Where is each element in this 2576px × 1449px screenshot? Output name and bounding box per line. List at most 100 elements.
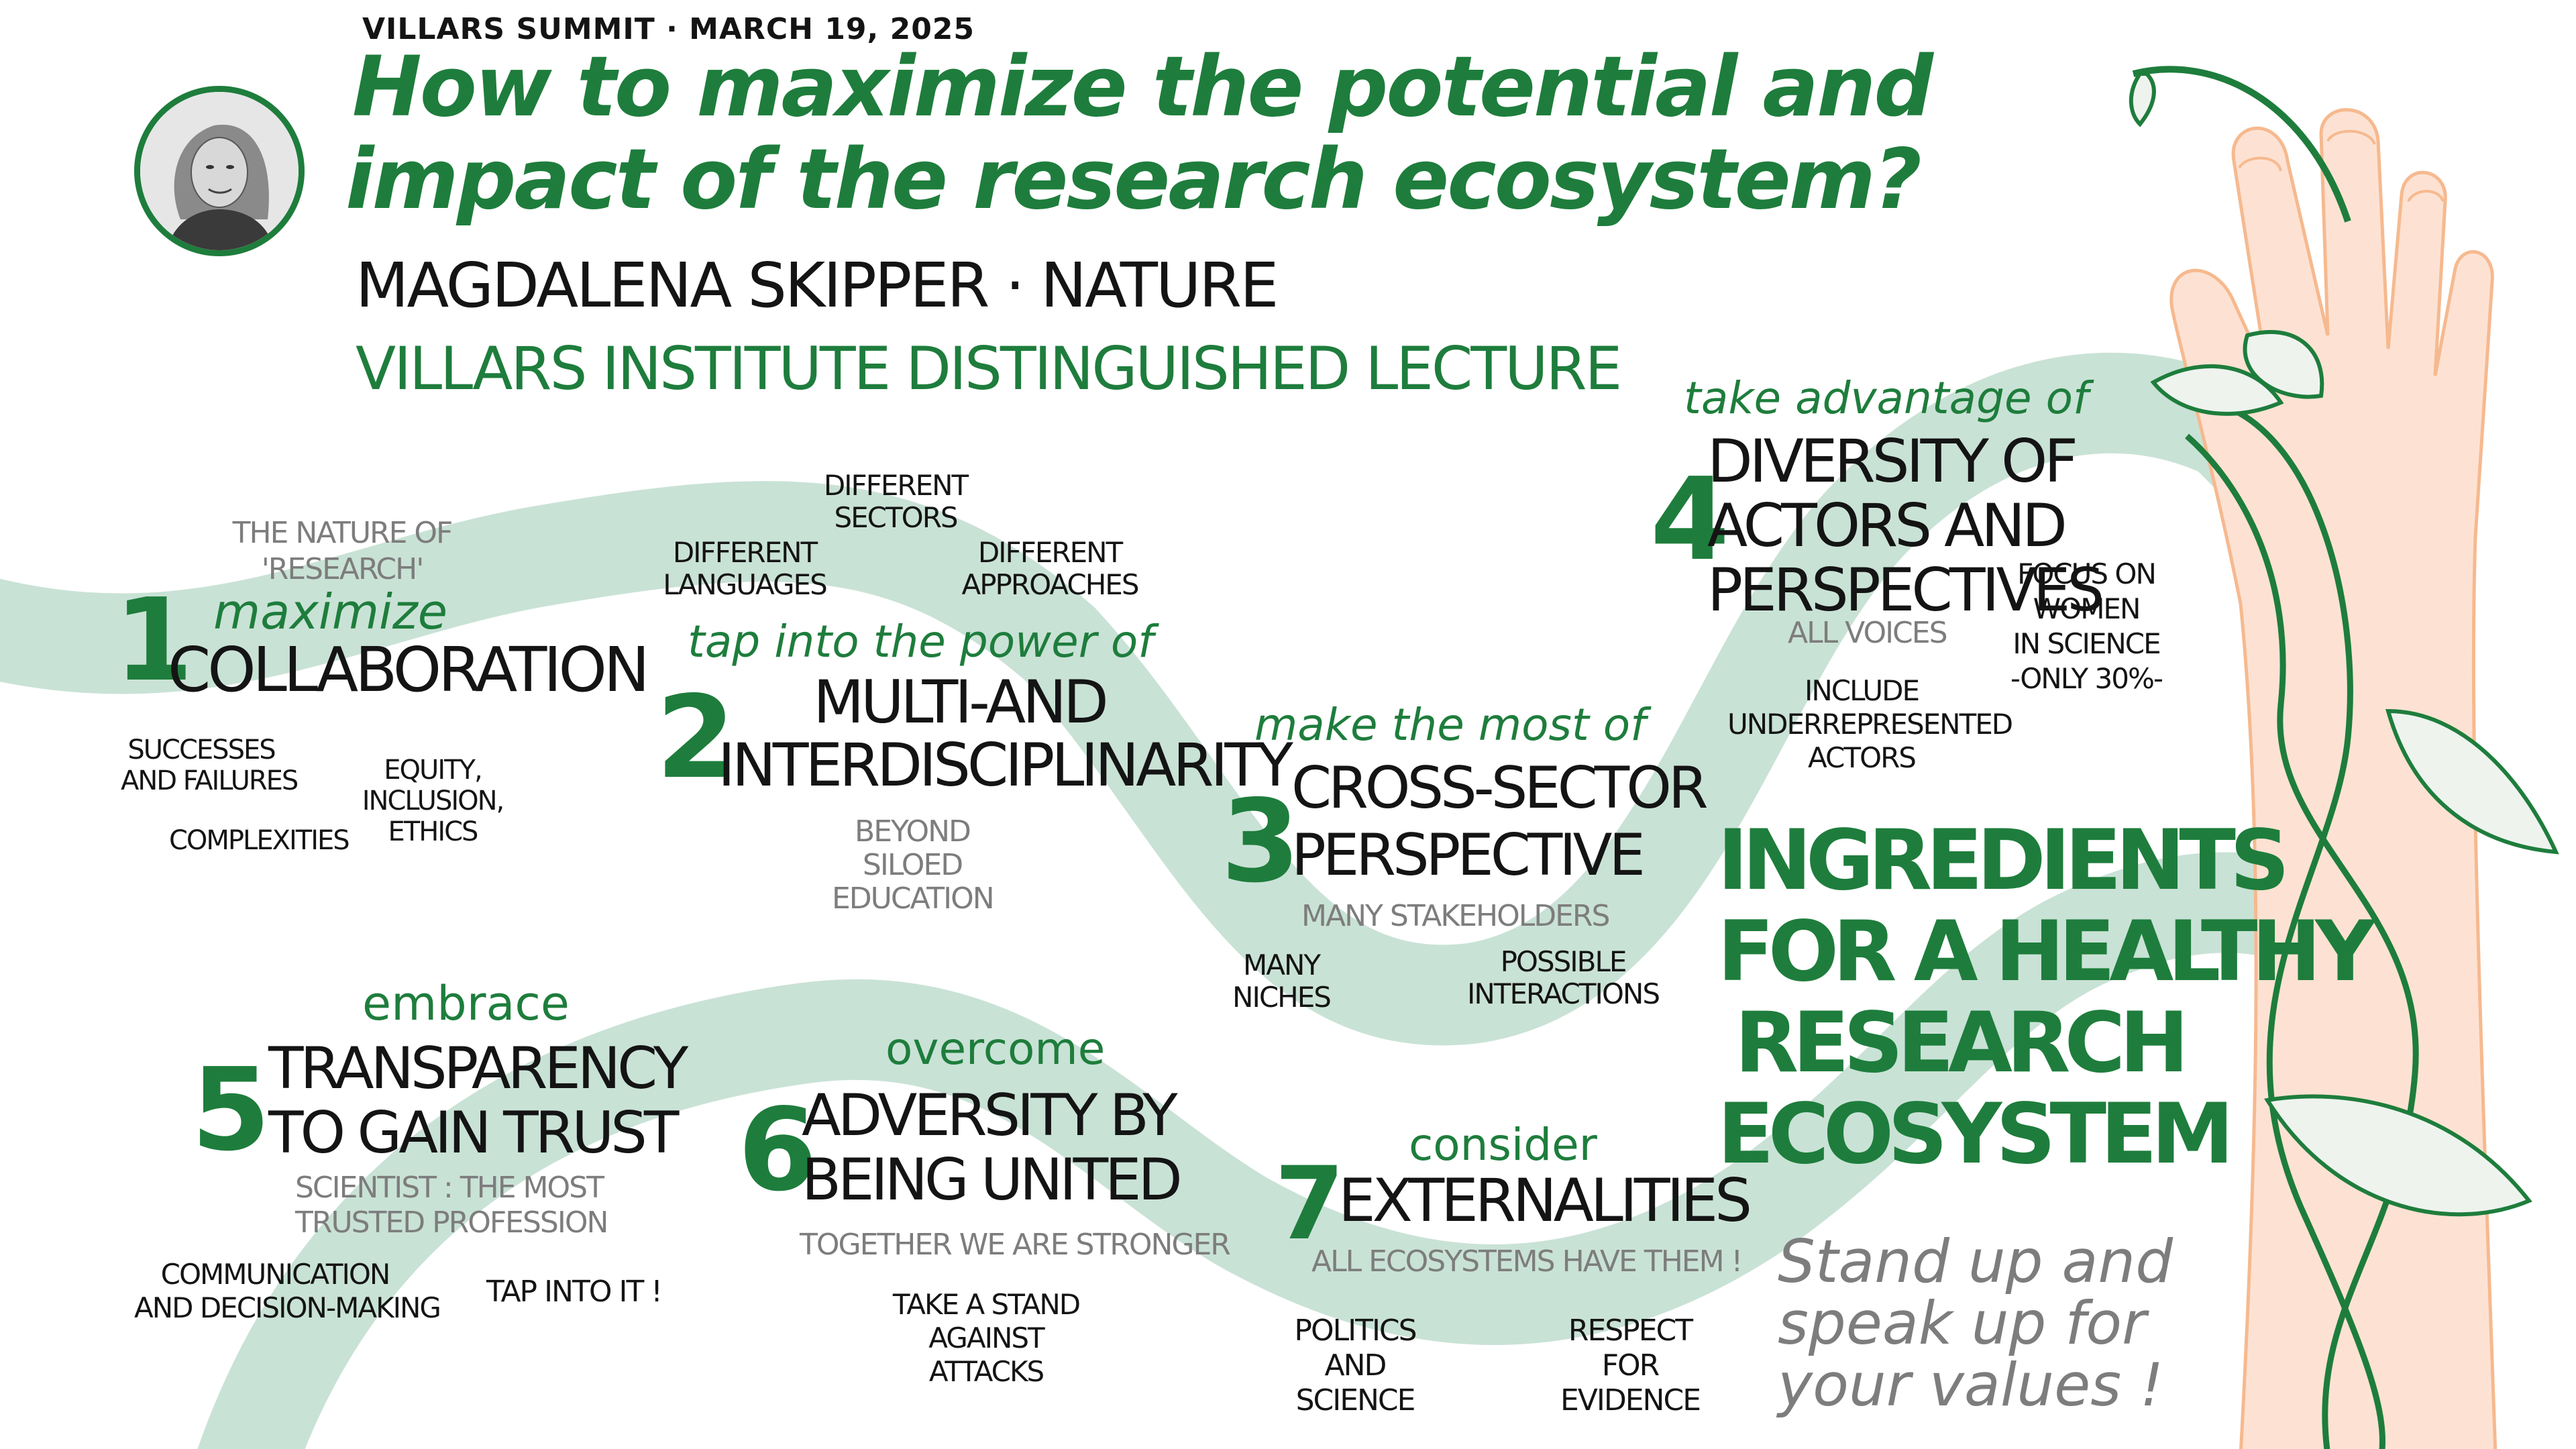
s7-note: ALL ECOSYSTEMS HAVE THEM ! bbox=[1311, 1244, 1743, 1279]
s3-heading: CROSS-SECTOR PERSPECTIVE bbox=[1291, 755, 1709, 889]
s5-note-line: TRUSTED PROFESSION bbox=[295, 1205, 608, 1240]
closing-line: speak up for bbox=[1778, 1289, 2147, 1358]
s1-b-line: EQUITY, bbox=[384, 755, 482, 786]
s6-a-line: TAKE A STAND bbox=[892, 1288, 1081, 1321]
s7-heading: EXTERNALITIES bbox=[1338, 1166, 1752, 1235]
s7-b-line: FOR bbox=[1601, 1348, 1660, 1383]
ingredients-line: INGREDIENTS bbox=[1717, 812, 2290, 909]
s5-tap-into-it: TAP INTO IT ! bbox=[486, 1275, 663, 1309]
s5-heading-line: TO GAIN TRUST bbox=[268, 1099, 679, 1167]
s2-note-line: BEYOND bbox=[855, 814, 971, 849]
s7-politics: POLITICS AND SCIENCE bbox=[1281, 1313, 1429, 1418]
s4-note: ALL VOICES bbox=[1788, 616, 1948, 650]
s1-b-line: ETHICS bbox=[388, 816, 479, 847]
s5-heading: TRANSPARENCY TO GAIN TRUST bbox=[268, 1035, 688, 1167]
s6-heading-line: ADVERSITY BY bbox=[802, 1082, 1178, 1149]
s4-b-line: -ONLY 30%- bbox=[2010, 662, 2163, 695]
s6-heading-line: BEING UNITED bbox=[802, 1146, 1183, 1214]
s1-successes: SUCCESSES AND FAILURES bbox=[121, 735, 299, 796]
s4-heading-line: DIVERSITY OF bbox=[1707, 427, 2078, 496]
s7-a-line: AND bbox=[1324, 1348, 1387, 1383]
s6-pre: overcome bbox=[885, 1023, 1106, 1075]
s7-a-line: SCIENCE bbox=[1295, 1383, 1416, 1417]
s4-b-line: FOCUS ON bbox=[2017, 557, 2157, 590]
speaker-name: MAGDALENA SKIPPER · NATURE bbox=[356, 250, 1279, 321]
s2-b-line: DIFFERENT bbox=[672, 536, 818, 569]
s1-a-line: SUCCESSES bbox=[127, 735, 276, 765]
s2-c-line: DIFFERENT bbox=[977, 536, 1123, 569]
s2-note-line: EDUCATION bbox=[832, 881, 995, 916]
s3-note: MANY STAKEHOLDERS bbox=[1301, 899, 1610, 933]
s5-pre: embrace bbox=[362, 976, 570, 1031]
s1-note: THE NATURE OF 'RESEARCH' bbox=[221, 515, 463, 588]
s5-a-line: AND DECISION-MAKING bbox=[134, 1291, 441, 1324]
closing-line: your values ! bbox=[1778, 1350, 2164, 1419]
s1-pre: maximize bbox=[213, 584, 448, 640]
s1-heading: COLLABORATION bbox=[168, 634, 650, 706]
s1-b-line: INCLUSION, bbox=[362, 786, 505, 816]
s2-heading-line: MULTI-AND bbox=[813, 667, 1109, 737]
s5-number: 5 bbox=[191, 1044, 271, 1177]
event-label: VILLARS SUMMIT · MARCH 19, 2025 bbox=[362, 12, 975, 46]
s3-a-line: MANY bbox=[1242, 949, 1321, 981]
s2-heading: MULTI-AND INTERDISCIPLINARITY bbox=[718, 667, 1293, 797]
s4-a-line: INCLUDE bbox=[1804, 674, 1920, 707]
s6-a-line: AGAINST bbox=[928, 1322, 1044, 1354]
ingredients-line: FOR A HEALTHY bbox=[1717, 904, 2375, 1000]
s3-many-niches: MANY NICHES bbox=[1208, 949, 1355, 1014]
s4-number: 4 bbox=[1650, 453, 1730, 586]
s2-number: 2 bbox=[656, 672, 736, 804]
s1-note-line: 'RESEARCH' bbox=[261, 552, 425, 586]
s7-respect: RESPECT FOR EVIDENCE bbox=[1550, 1313, 1711, 1418]
s2-different-approaches: DIFFERENT APPROACHES bbox=[959, 537, 1140, 601]
s3-heading-line: CROSS-SECTOR bbox=[1291, 755, 1709, 822]
s2-different-languages: DIFFERENT LANGUAGES bbox=[657, 537, 832, 601]
s6-note: TOGETHER WE ARE STRONGER bbox=[800, 1228, 1231, 1262]
s3-pre: make the most of bbox=[1254, 699, 1646, 751]
s6-number: 6 bbox=[738, 1084, 818, 1217]
s2-c-line: APPROACHES bbox=[961, 568, 1140, 601]
s4-women: FOCUS ON WOMEN IN SCIENCE -ONLY 30%- bbox=[2006, 557, 2167, 696]
ingredients-heading: INGREDIENTS FOR A HEALTHY RESEARCH ECOSY… bbox=[1717, 812, 2375, 1183]
s5-heading-line: TRANSPARENCY bbox=[268, 1035, 688, 1102]
s4-a-line: ACTORS bbox=[1808, 741, 1917, 774]
s3-number: 3 bbox=[1221, 775, 1301, 908]
ingredients-line: ECOSYSTEM bbox=[1717, 1086, 2234, 1183]
s6-a-line: ATTACKS bbox=[928, 1355, 1044, 1388]
closing-message: Stand up and speak up for your values ! bbox=[1778, 1227, 2174, 1419]
s3-heading-line: PERSPECTIVE bbox=[1291, 822, 1646, 889]
closing-line: Stand up and bbox=[1778, 1227, 2174, 1296]
s2-a-line: DIFFERENT bbox=[823, 469, 969, 502]
s7-b-line: RESPECT bbox=[1568, 1313, 1693, 1348]
s3-b-line: POSSIBLE bbox=[1500, 945, 1627, 978]
s2-pre: tap into the power of bbox=[688, 616, 1154, 667]
s3-b-line: INTERACTIONS bbox=[1467, 977, 1660, 1010]
s7-a-line: POLITICS bbox=[1294, 1313, 1417, 1348]
s4-a-line: UNDERREPRESENTED bbox=[1727, 708, 2013, 741]
s1-a-line: AND FAILURES bbox=[121, 765, 299, 796]
s2-note: BEYOND SILOED EDUCATION bbox=[832, 814, 995, 916]
s7-number: 7 bbox=[1275, 1146, 1345, 1263]
speaker-portrait bbox=[134, 86, 305, 256]
s5-a-line: COMMUNICATION bbox=[160, 1258, 391, 1291]
s3-possible-interactions: POSSIBLE INTERACTIONS bbox=[1462, 946, 1664, 1010]
s2-note-line: SILOED bbox=[862, 848, 963, 882]
s4-heading-line: PERSPECTIVES bbox=[1707, 555, 2104, 625]
s4-heading: DIVERSITY OF ACTORS AND PERSPECTIVES bbox=[1707, 427, 2104, 625]
s2-different-sectors: DIFFERENT SECTORS bbox=[805, 470, 986, 534]
lecture-title: VILLARS INSTITUTE DISTINGUISHED LECTURE bbox=[356, 334, 1622, 403]
s7-pre: consider bbox=[1409, 1119, 1597, 1171]
s6-heading: ADVERSITY BY BEING UNITED bbox=[802, 1082, 1183, 1214]
main-title-line-2: impact of the research ecosystem? bbox=[345, 131, 1922, 228]
portrait-drawing bbox=[140, 92, 299, 250]
s4-include: INCLUDE UNDERREPRESENTED ACTORS bbox=[1727, 674, 2013, 775]
s1-number: 1 bbox=[114, 574, 194, 707]
s1-complexities: COMPLEXITIES bbox=[169, 825, 350, 856]
main-title-line-1: How to maximize the potential and bbox=[352, 39, 1933, 136]
s4-heading-line: ACTORS AND bbox=[1707, 491, 2068, 560]
s1-equity: EQUITY, INCLUSION, ETHICS bbox=[356, 755, 510, 847]
ingredients-line: RESEARCH bbox=[1734, 995, 2189, 1091]
s1-note-line: THE NATURE OF bbox=[232, 516, 453, 550]
